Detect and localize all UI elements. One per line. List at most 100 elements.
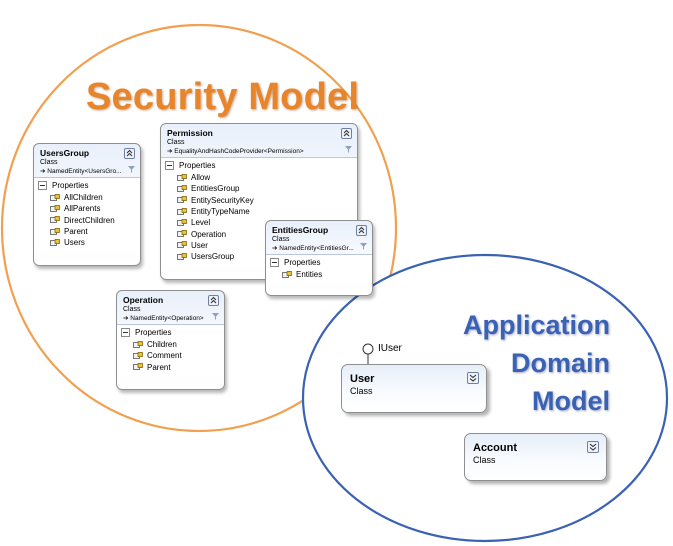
- permission-base: ➔ EqualityAndHashCodeProvider<Permission…: [167, 148, 304, 155]
- entities-group-header: EntitiesGroup Class ➔ NamedEntity<Entiti…: [266, 221, 372, 254]
- property-label: EntitySecurityKey: [191, 195, 254, 205]
- operation-base: ➔ NamedEntity<Operation>: [123, 315, 204, 322]
- properties-section-header[interactable]: Properties: [121, 328, 220, 337]
- property-label: Users: [64, 238, 85, 248]
- property-icon: [50, 238, 60, 246]
- property-label: Operation: [191, 229, 227, 239]
- property-icon: [50, 193, 60, 201]
- property-item[interactable]: Allow: [165, 172, 353, 183]
- double-chevron-up-icon[interactable]: [356, 225, 367, 236]
- property-item[interactable]: Operation: [165, 228, 353, 239]
- property-icon: [177, 173, 187, 181]
- property-icon: [177, 241, 187, 249]
- minus-box-icon[interactable]: [270, 258, 279, 267]
- double-chevron-up-icon[interactable]: [341, 128, 352, 139]
- property-item[interactable]: User: [165, 240, 353, 251]
- filter-icon[interactable]: [128, 166, 135, 175]
- property-icon: [50, 227, 60, 235]
- users-group-kind: Class: [40, 159, 58, 166]
- property-item[interactable]: EntitiesGroup: [165, 183, 353, 194]
- property-item[interactable]: UsersGroup: [165, 251, 353, 262]
- application-title-line-2: Domain: [510, 348, 610, 378]
- security-model-boundary: [0, 23, 398, 433]
- security-model-title: Security Model: [86, 76, 360, 118]
- property-item[interactable]: Parent: [121, 362, 220, 373]
- property-icon: [133, 363, 143, 371]
- property-item[interactable]: Parent: [38, 226, 136, 237]
- entities-group-name: EntitiesGroup: [272, 225, 329, 235]
- section-label: Properties: [179, 161, 216, 170]
- property-item[interactable]: Level: [165, 217, 353, 228]
- property-label: EntityTypeName: [191, 207, 250, 217]
- operation-class[interactable]: Operation Class ➔ NamedEntity<Operation>…: [116, 290, 225, 390]
- property-icon: [133, 340, 143, 348]
- properties-section-header[interactable]: Properties: [38, 181, 136, 190]
- operation-kind: Class: [123, 306, 141, 313]
- property-item[interactable]: DirectChildren: [38, 215, 136, 226]
- operation-name: Operation: [123, 295, 164, 305]
- filter-icon[interactable]: [360, 243, 367, 252]
- property-label: EntitiesGroup: [191, 184, 240, 194]
- property-label: AllChildren: [64, 193, 103, 203]
- application-title-line-3: Model: [532, 386, 610, 416]
- property-label: User: [191, 240, 208, 250]
- users-group-header: UsersGroup Class ➔ NamedEntity<UsersGro.…: [34, 144, 140, 177]
- property-item[interactable]: EntityTypeName: [165, 206, 353, 217]
- user-name: User: [350, 373, 375, 385]
- property-item[interactable]: Users: [38, 237, 136, 248]
- entities-group-class[interactable]: EntitiesGroup Class ➔ NamedEntity<Entiti…: [265, 220, 373, 296]
- user-class[interactable]: User Class: [341, 364, 487, 413]
- property-item[interactable]: EntitySecurityKey: [165, 195, 353, 206]
- minus-box-icon[interactable]: [121, 328, 130, 337]
- users-group-class[interactable]: UsersGroup Class ➔ NamedEntity<UsersGro.…: [33, 143, 141, 266]
- property-icon: [133, 352, 143, 359]
- property-label: Entities: [296, 270, 323, 280]
- property-item[interactable]: Comment: [121, 350, 220, 361]
- properties-section-header[interactable]: Properties: [165, 161, 353, 170]
- property-icon: [50, 216, 60, 224]
- account-name: Account: [473, 442, 517, 454]
- property-icon: [177, 230, 187, 238]
- minus-box-icon[interactable]: [38, 181, 47, 190]
- property-icon: [177, 218, 187, 226]
- filter-icon[interactable]: [212, 313, 219, 322]
- property-label: Parent: [64, 227, 88, 237]
- application-title-line-1: Application: [463, 310, 610, 340]
- property-icon: [50, 205, 60, 212]
- account-kind: Class: [473, 455, 496, 465]
- permission-class[interactable]: Permission Class ➔ EqualityAndHashCodePr…: [160, 123, 358, 280]
- property-item[interactable]: Children: [121, 339, 220, 350]
- double-chevron-up-icon[interactable]: [208, 295, 219, 306]
- property-icon: [282, 270, 292, 278]
- property-label: Comment: [147, 351, 182, 361]
- users-group-base: ➔ NamedEntity<UsersGro...: [40, 168, 122, 175]
- operation-header: Operation Class ➔ NamedEntity<Operation>: [117, 291, 224, 324]
- section-label: Properties: [284, 258, 321, 267]
- entities-group-properties: Properties Entities: [266, 254, 372, 285]
- property-icon: [177, 207, 187, 215]
- section-label: Properties: [135, 328, 172, 337]
- account-class[interactable]: Account Class: [464, 433, 607, 481]
- user-kind: Class: [350, 386, 373, 396]
- property-item[interactable]: AllParents: [38, 203, 136, 214]
- property-label: Level: [191, 218, 211, 228]
- properties-section-header[interactable]: Properties: [270, 258, 368, 267]
- minus-box-icon[interactable]: [165, 161, 174, 170]
- property-label: Children: [147, 340, 177, 350]
- property-item[interactable]: Entities: [270, 269, 368, 280]
- filter-icon[interactable]: [345, 146, 352, 155]
- entities-group-kind: Class: [272, 236, 290, 243]
- property-item[interactable]: AllChildren: [38, 192, 136, 203]
- double-chevron-up-icon[interactable]: [124, 148, 135, 159]
- property-label: Parent: [147, 362, 171, 372]
- property-icon: [177, 196, 187, 204]
- property-label: Allow: [191, 173, 211, 183]
- property-label: DirectChildren: [64, 215, 115, 225]
- double-chevron-down-icon[interactable]: [467, 372, 479, 384]
- double-chevron-down-icon[interactable]: [587, 441, 599, 453]
- permission-header: Permission Class ➔ EqualityAndHashCodePr…: [161, 124, 357, 157]
- permission-kind: Class: [167, 139, 185, 146]
